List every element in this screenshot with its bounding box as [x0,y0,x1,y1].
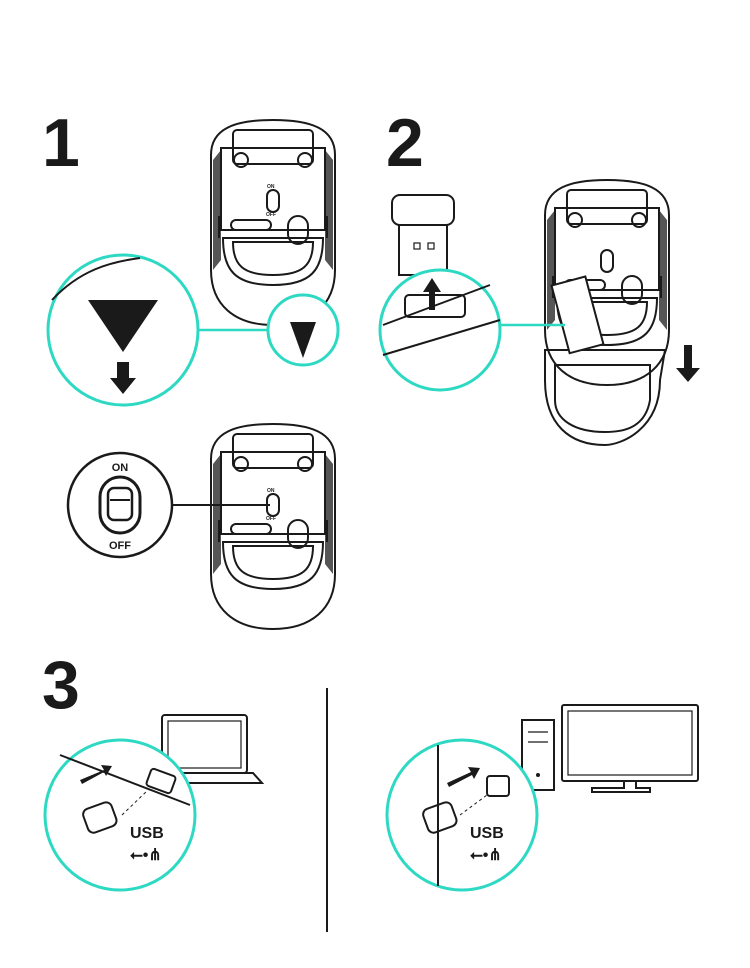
usb-label-laptop: USB [130,825,164,842]
svg-text:OFF: OFF [266,516,276,522]
step-1-number: 1 [42,105,80,181]
switch-on-label: ON [112,462,129,474]
receiver-storage-callout [378,268,502,392]
usb-receiver [391,194,455,276]
insert-arrow-icon [447,767,480,787]
mouse-bottom-switch: ON OFF [210,423,336,630]
switch-off-label: OFF [109,540,131,552]
insert-arrow-icon [80,765,112,784]
usb-symbol-icon: ⭠•⋔ [470,847,502,864]
arrow-down-icon [110,362,136,394]
step-3-number: 3 [42,647,80,723]
pull-tab-icon [290,322,316,358]
usb-label-desktop: USB [470,825,504,842]
svg-text:ON: ON [267,488,275,494]
mouse-off-label: OFF [266,212,276,218]
arrow-up-icon [423,278,441,310]
mouse-bottom-pull-tab: ON OFF [210,119,336,326]
desktop-usb-callout [385,738,539,892]
arrow-down-icon [676,345,700,382]
step-2-number: 2 [386,105,424,181]
mouse-open-battery [544,179,670,447]
pull-tab-zoom-icon [88,300,158,352]
laptop-usb-callout [43,738,197,892]
usb-symbol-icon: ⭠•⋔ [130,847,162,864]
mouse-on-label: ON [267,184,275,190]
desktop-computer-icon [521,704,699,793]
